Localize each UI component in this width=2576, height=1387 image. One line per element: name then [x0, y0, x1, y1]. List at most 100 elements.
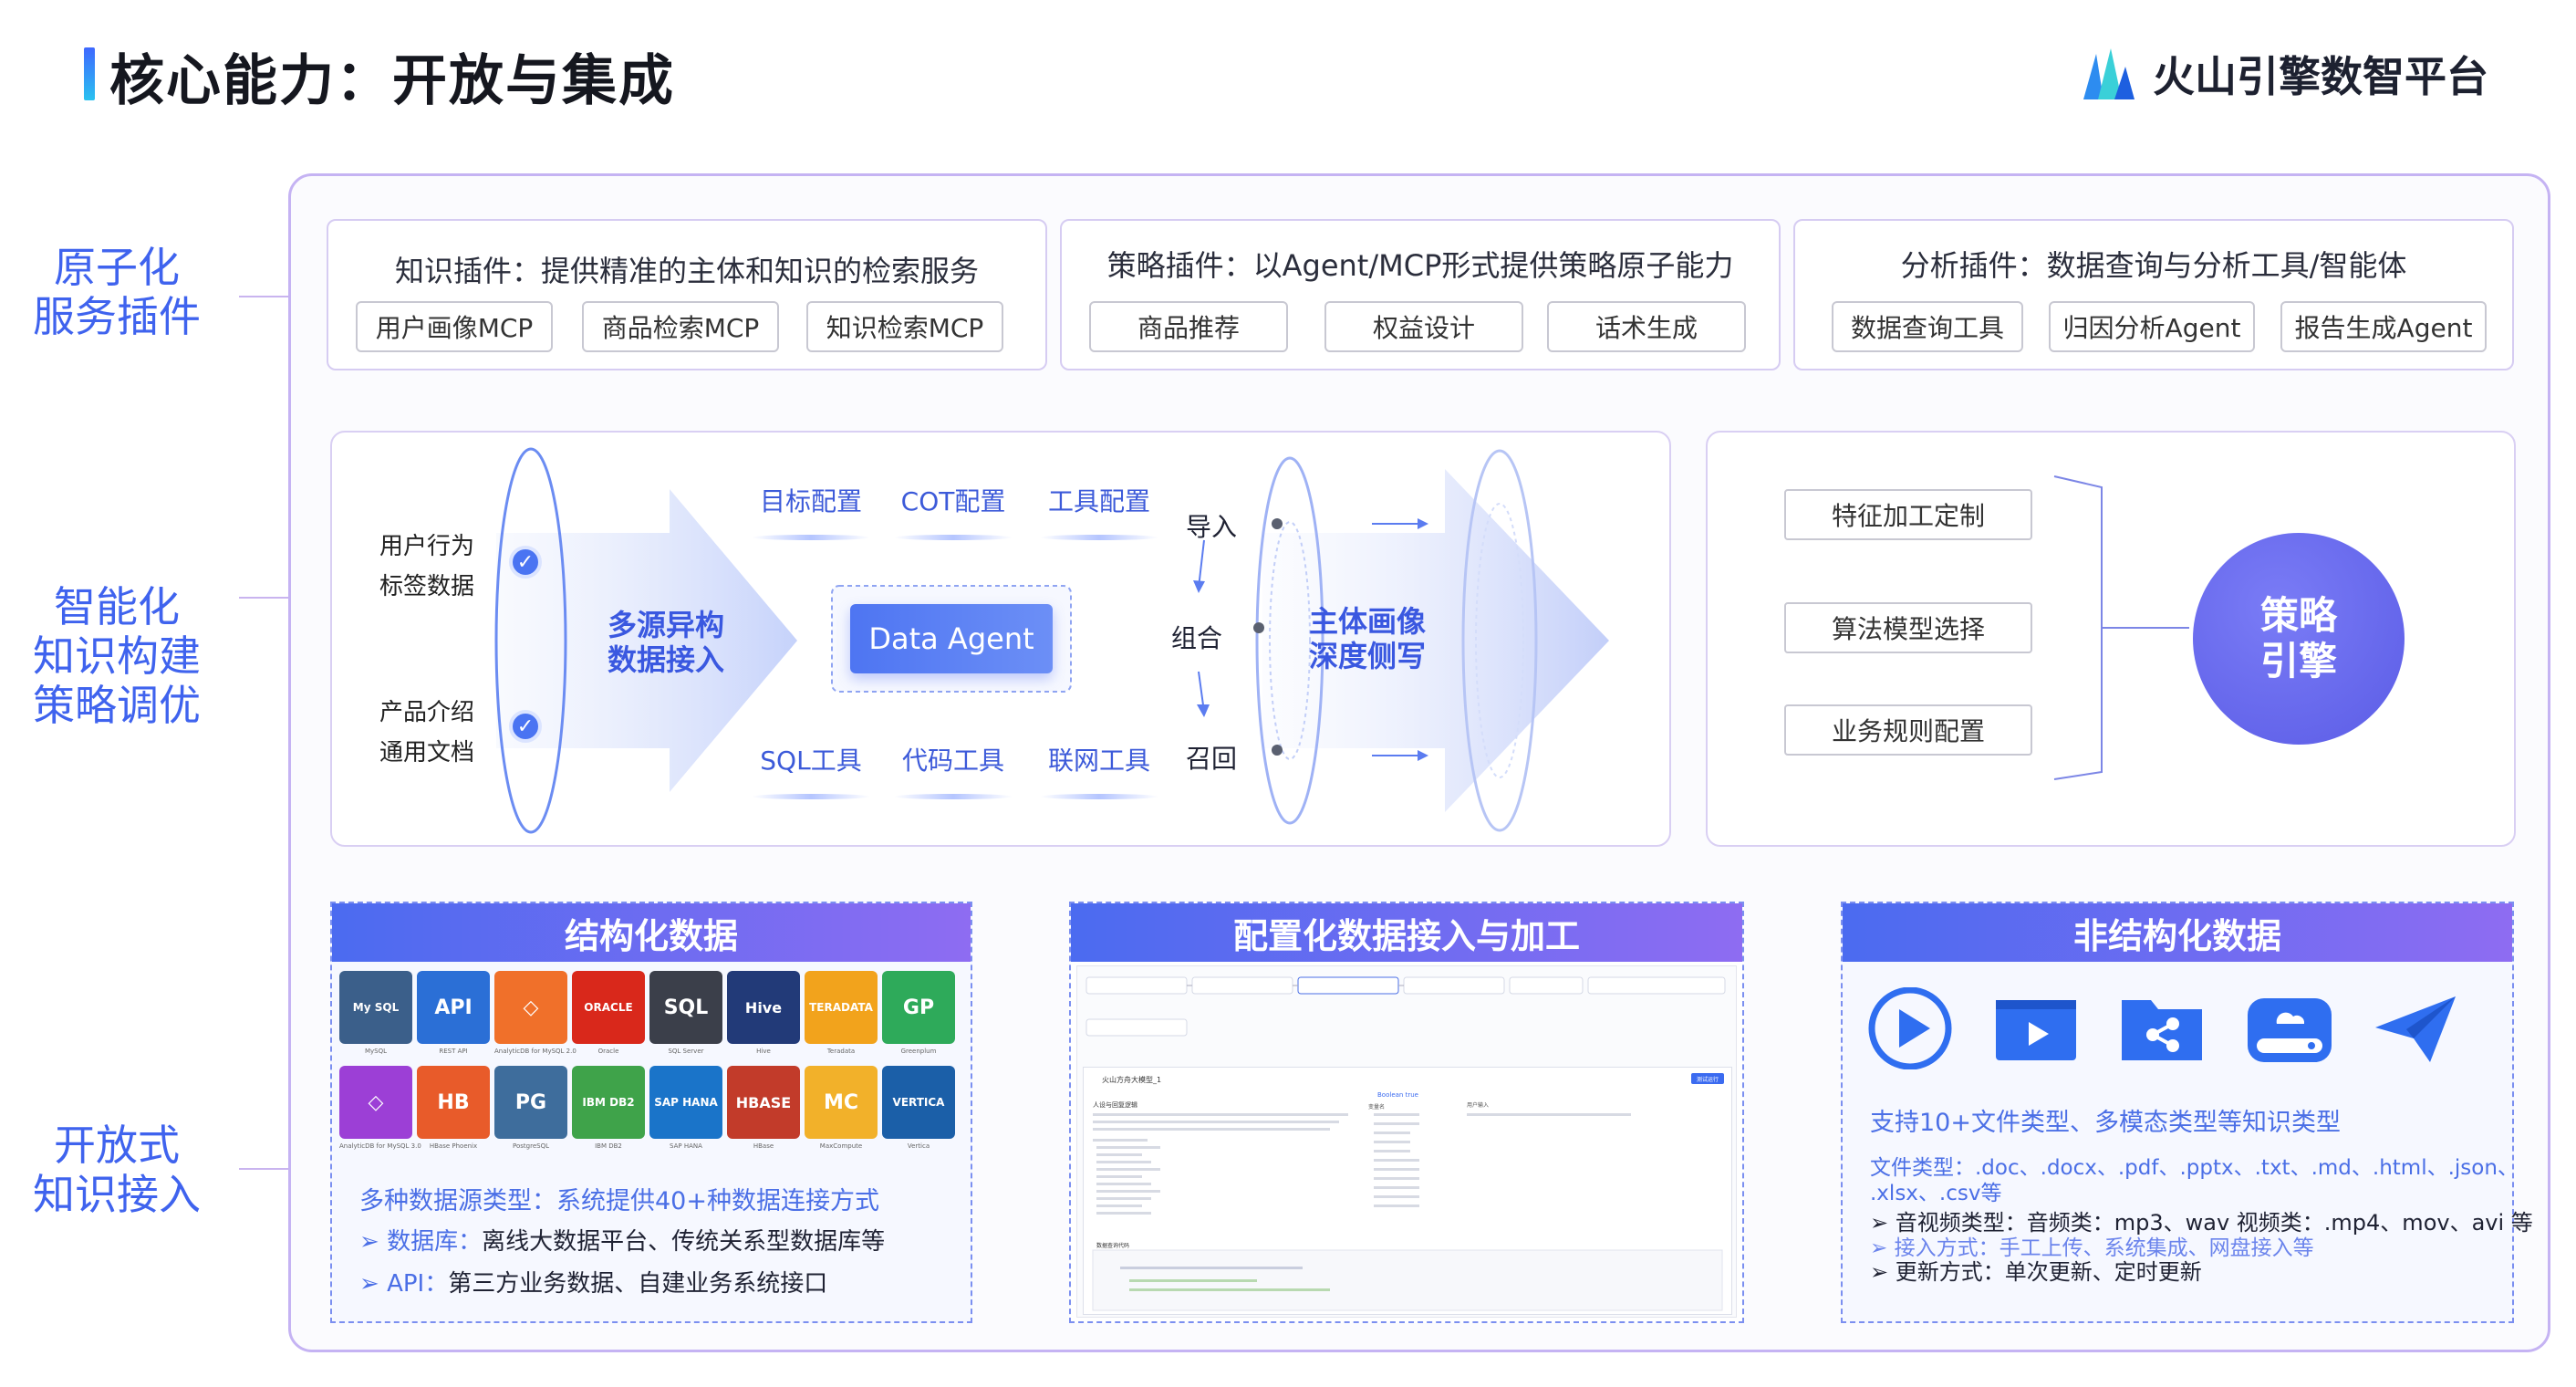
plugin-chip[interactable]: 权益设计 [1324, 301, 1523, 352]
input-label: 用户行为 [379, 533, 475, 560]
config-node [1403, 976, 1505, 995]
flow-arrow-icon [1418, 750, 1428, 761]
text-line [1374, 1204, 1419, 1207]
access-key: 接入方式： [1894, 1236, 2000, 1260]
data-agent-node[interactable]: Data Agent [850, 604, 1053, 673]
multi-source-line: 多源异构 [607, 608, 724, 642]
plugin-chip[interactable]: 数据查询工具 [1832, 301, 2023, 352]
ring-left [494, 447, 567, 834]
plugin-chip[interactable]: 知识检索MCP [806, 301, 1003, 352]
title-accent-bar [84, 47, 95, 100]
datasource-caption: HBase [753, 1142, 774, 1150]
ring-mid-inner [1269, 521, 1311, 760]
step-label: 导入 [1186, 512, 1238, 542]
text-line [1096, 1197, 1151, 1200]
profile-line: 主体画像 [1308, 604, 1426, 639]
input-label: 产品介绍 [379, 699, 475, 726]
file-type-val2: .xlsx、.csv等 [1870, 1182, 2002, 1205]
plugin-chip[interactable]: 归因分析Agent [2049, 301, 2255, 352]
datasource-caption: AnalyticDB for MySQL 2.0 [494, 1048, 576, 1055]
side-label-open: 开放式 知识接入 [16, 1121, 217, 1219]
vertica-logo: VERTICA [882, 1066, 955, 1139]
flow-arrow-icon [1198, 539, 1205, 589]
engine-chip[interactable]: 业务规则配置 [1784, 704, 2032, 756]
maxcompute-logo: MC [805, 1066, 878, 1139]
text-line [1374, 1141, 1410, 1143]
plugin-chip[interactable]: 报告生成Agent [2280, 301, 2487, 352]
file-type-val: .doc、.docx、.pdf、.pptx、.txt、.md、.html、.js… [1975, 1156, 2519, 1180]
side-label-atomic: 原子化 服务插件 [16, 243, 217, 341]
plugin-chip[interactable]: 话术生成 [1547, 301, 1746, 352]
text-line [1096, 1204, 1142, 1207]
engine-chip[interactable]: 特征加工定制 [1784, 489, 2032, 540]
datasource-tile: HBASE HBase [727, 1066, 800, 1150]
hbase-logo: HBASE [727, 1066, 800, 1139]
analyticdb-logo: ◇ [494, 971, 567, 1044]
volcano-logo-icon [2083, 48, 2135, 99]
datasource-caption: Vertica [907, 1142, 930, 1150]
phoenix-logo: HB [417, 1066, 490, 1139]
analyticdb3-logo: ◇ [339, 1066, 412, 1139]
plugin-chip[interactable]: 商品检索MCP [582, 301, 779, 352]
datasource-tile: ◇ AnalyticDB for MySQL 2.0 [494, 971, 576, 1055]
structured-summary: 多种数据源类型：系统提供40+种数据连接方式 [359, 1187, 879, 1215]
api-logo: API [417, 971, 490, 1044]
datasource-caption: Greenplum [900, 1048, 937, 1055]
update-val: 单次更新、定时更新 [2004, 1259, 2202, 1285]
datasource-caption: MaxCompute [819, 1142, 863, 1150]
section-header: 结构化数据 [332, 903, 971, 962]
config-node [1191, 976, 1293, 995]
update-line: ➢ 更新方式：单次更新、定时更新 [1870, 1254, 2202, 1286]
config-var-col: 变量名 [1368, 1104, 1386, 1111]
side-label-line: 策略调优 [33, 681, 201, 730]
multi-source-line: 数据接入 [607, 642, 724, 677]
tool-underline [1040, 794, 1158, 799]
plugin-title: 策略插件：以Agent/MCP形式提供策略原子能力 [1106, 248, 1734, 283]
flow-arrow-icon [1197, 704, 1210, 717]
text-line [1096, 1168, 1160, 1171]
text-line [1374, 1195, 1419, 1198]
text-line [1093, 1113, 1348, 1116]
text-line [1374, 1113, 1419, 1116]
unstructured-data-section: 非结构化数据 支持10+文件类型、多模态类型等知识类型 文件类型：.doc、.d… [1841, 902, 2533, 1323]
code-tab[interactable]: 数据查询代码 [1096, 1243, 1130, 1249]
plugin-chip[interactable]: 用户画像MCP [356, 301, 553, 352]
connector-line [239, 1168, 288, 1170]
step-label: 组合 [1171, 623, 1223, 653]
plugin-title: 分析插件：数据查询与分析工具/智能体 [1900, 248, 2407, 283]
strategy-engine-circle[interactable]: 策略 引擎 [2193, 533, 2405, 745]
config-label: 工具配置 [1047, 486, 1150, 516]
datasource-caption: MySQL [364, 1048, 388, 1055]
text-line [1096, 1175, 1142, 1178]
side-label-line: 服务插件 [33, 292, 201, 341]
config-var-label: Boolean true [1377, 1091, 1418, 1099]
side-label-line: 原子化 [54, 243, 180, 292]
datasource-caption: IBM DB2 [595, 1142, 622, 1150]
datasource-caption: PostgreSQL [513, 1142, 549, 1150]
plugin-chip[interactable]: 商品推荐 [1089, 301, 1288, 352]
check-icon: ✓ [509, 710, 542, 743]
av-type-line: ➢ 音视频类型：音频类：mp3、wav 视频类：.mp4、mov、avi 等 [1870, 1204, 2533, 1236]
config-underline [1040, 535, 1158, 540]
video-icon [1990, 987, 2082, 1069]
text-line [1374, 1122, 1419, 1125]
av-type-key: 音视频类型： [1895, 1210, 2027, 1236]
greenplum-logo: GP [882, 971, 955, 1044]
ring-mid [1255, 456, 1324, 825]
run-button[interactable]: 测试运行 [1691, 1073, 1724, 1084]
config-node [1085, 976, 1188, 995]
datasource-caption: AnalyticDB for MySQL 3.0 [339, 1142, 421, 1150]
av-type-val: 音频类：mp3、wav 视频类：.mp4、mov、avi 等 [2026, 1210, 2533, 1236]
section-header: 配置化数据接入与加工 [1071, 903, 1742, 962]
config-node-row [1085, 976, 1726, 1037]
text-line [1093, 1128, 1330, 1131]
engine-chip[interactable]: 算法模型选择 [1784, 602, 2032, 653]
profile-label: 主体画像 深度侧写 [1299, 604, 1436, 673]
config-text-lines [1092, 1113, 1723, 1311]
